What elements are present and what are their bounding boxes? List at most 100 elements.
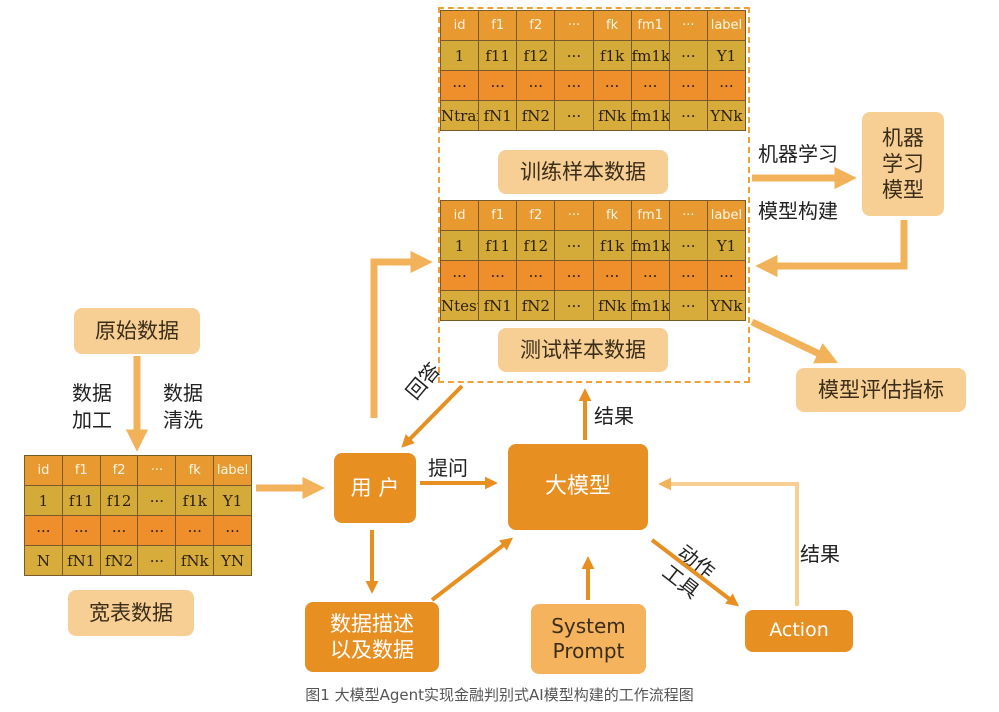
table-cell: N [24, 545, 63, 576]
table-cell: ··· [137, 545, 177, 576]
user-label: 用 户 [350, 475, 400, 500]
table-cell: ··· [554, 200, 594, 231]
table-cell: ··· [706, 260, 747, 291]
system-prompt-label: System Prompt [551, 614, 626, 663]
table-cell: ··· [554, 260, 594, 291]
wide-table-label: 宽表数据 [89, 600, 173, 625]
table-row: ························ [439, 260, 747, 291]
table-cell: f1 [61, 455, 101, 486]
table-cell: fN2 [516, 100, 556, 131]
ml-build-label-2: 模型构建 [758, 199, 838, 223]
data-desc-label: 数据描述 以及数据 [330, 611, 414, 662]
table-cell: ··· [668, 290, 708, 321]
llm-label: 大模型 [544, 474, 611, 500]
ask-label: 提问 [428, 456, 468, 480]
table-cell: ··· [137, 455, 177, 486]
table-cell: ··· [516, 260, 556, 291]
table-cell: ··· [478, 70, 518, 101]
ml-build-label-1: 机器学习 [758, 142, 838, 166]
result-up-label: 结果 [594, 404, 634, 428]
table-cell: ··· [630, 260, 670, 291]
train-samples-label: 训练样本数据 [520, 159, 646, 184]
table-cell: ··· [137, 485, 177, 516]
table-cell: fk [592, 200, 632, 231]
table-cell: f1k [592, 230, 632, 261]
table-cell: f2 [516, 200, 556, 231]
table-cell: ··· [706, 70, 747, 101]
table-cell: ··· [668, 230, 708, 261]
table-cell: YN [213, 545, 252, 576]
table-cell: fk [175, 455, 215, 486]
figure-caption: 图1 大模型Agent实现金融判别式AI模型构建的工作流程图 [305, 686, 694, 704]
table-cell: ··· [592, 70, 632, 101]
test-samples-label: 测试样本数据 [520, 337, 646, 362]
system-prompt-node: System Prompt [531, 604, 646, 674]
table-cell: label [706, 10, 747, 41]
table-cell: f12 [516, 40, 556, 71]
table-cell: ··· [61, 515, 101, 546]
table-cell: f11 [61, 485, 101, 516]
table-cell: fN2 [516, 290, 556, 321]
table-cell: ··· [439, 260, 480, 291]
table-cell: f1 [478, 200, 518, 231]
table-cell: ··· [668, 10, 708, 41]
ml-model-node: 机器 学习 模型 [862, 112, 944, 216]
raw-data-node: 原始数据 [74, 308, 200, 354]
table-cell: f11 [478, 40, 518, 71]
table-cell: ··· [668, 260, 708, 291]
table-cell: ··· [592, 260, 632, 291]
table-cell: ··· [554, 70, 594, 101]
table-cell: fN1 [478, 100, 518, 131]
table-cell: ··· [668, 200, 708, 231]
table-cell: ··· [668, 100, 708, 131]
table-cell: ··· [99, 515, 139, 546]
arrow-test-to-eval [750, 318, 839, 364]
table-cell: ··· [24, 515, 63, 546]
table-cell: ··· [668, 40, 708, 71]
table-cell: fm1 [630, 10, 670, 41]
action-label: Action [769, 619, 829, 642]
table-cell: fNk [175, 545, 215, 576]
table-cell: fm1k [630, 230, 670, 261]
test-samples-node: 测试样本数据 [498, 328, 668, 372]
table-cell: f12 [99, 485, 139, 516]
table-cell: YNk [706, 100, 747, 131]
table-cell: fN2 [99, 545, 139, 576]
table-cell: 1 [24, 485, 63, 516]
table-cell: ··· [175, 515, 215, 546]
arrow-desc-to-llm [430, 537, 514, 602]
action-node: Action [745, 610, 853, 652]
user-node: 用 户 [334, 453, 416, 523]
table-cell: ··· [554, 230, 594, 261]
table-cell: f2 [516, 10, 556, 41]
table-cell: id [439, 10, 480, 41]
eval-metrics-node: 模型评估指标 [796, 368, 966, 412]
sample-data-container [438, 7, 750, 383]
table-cell: Y1 [706, 230, 747, 261]
table-cell: f11 [478, 230, 518, 261]
table-cell: ··· [439, 70, 480, 101]
table-cell: Y1 [706, 40, 747, 71]
arrow-ml-to-test [755, 220, 908, 278]
table-cell: fNk [592, 100, 632, 131]
table-cell: f2 [99, 455, 139, 486]
action-tool-label: 动作 工具 [657, 540, 720, 604]
table-cell: f12 [516, 230, 556, 261]
table-cell: ··· [516, 70, 556, 101]
result-action-label: 结果 [800, 542, 840, 566]
table-row: ·················· [24, 515, 252, 546]
table-cell: ··· [137, 515, 177, 546]
eval-metrics-label: 模型评估指标 [818, 377, 944, 402]
table-cell: ··· [668, 70, 708, 101]
table-cell: 1 [439, 230, 480, 261]
data-clean-label: 数据 清洗 [163, 381, 203, 432]
table-cell: fN1 [478, 290, 518, 321]
